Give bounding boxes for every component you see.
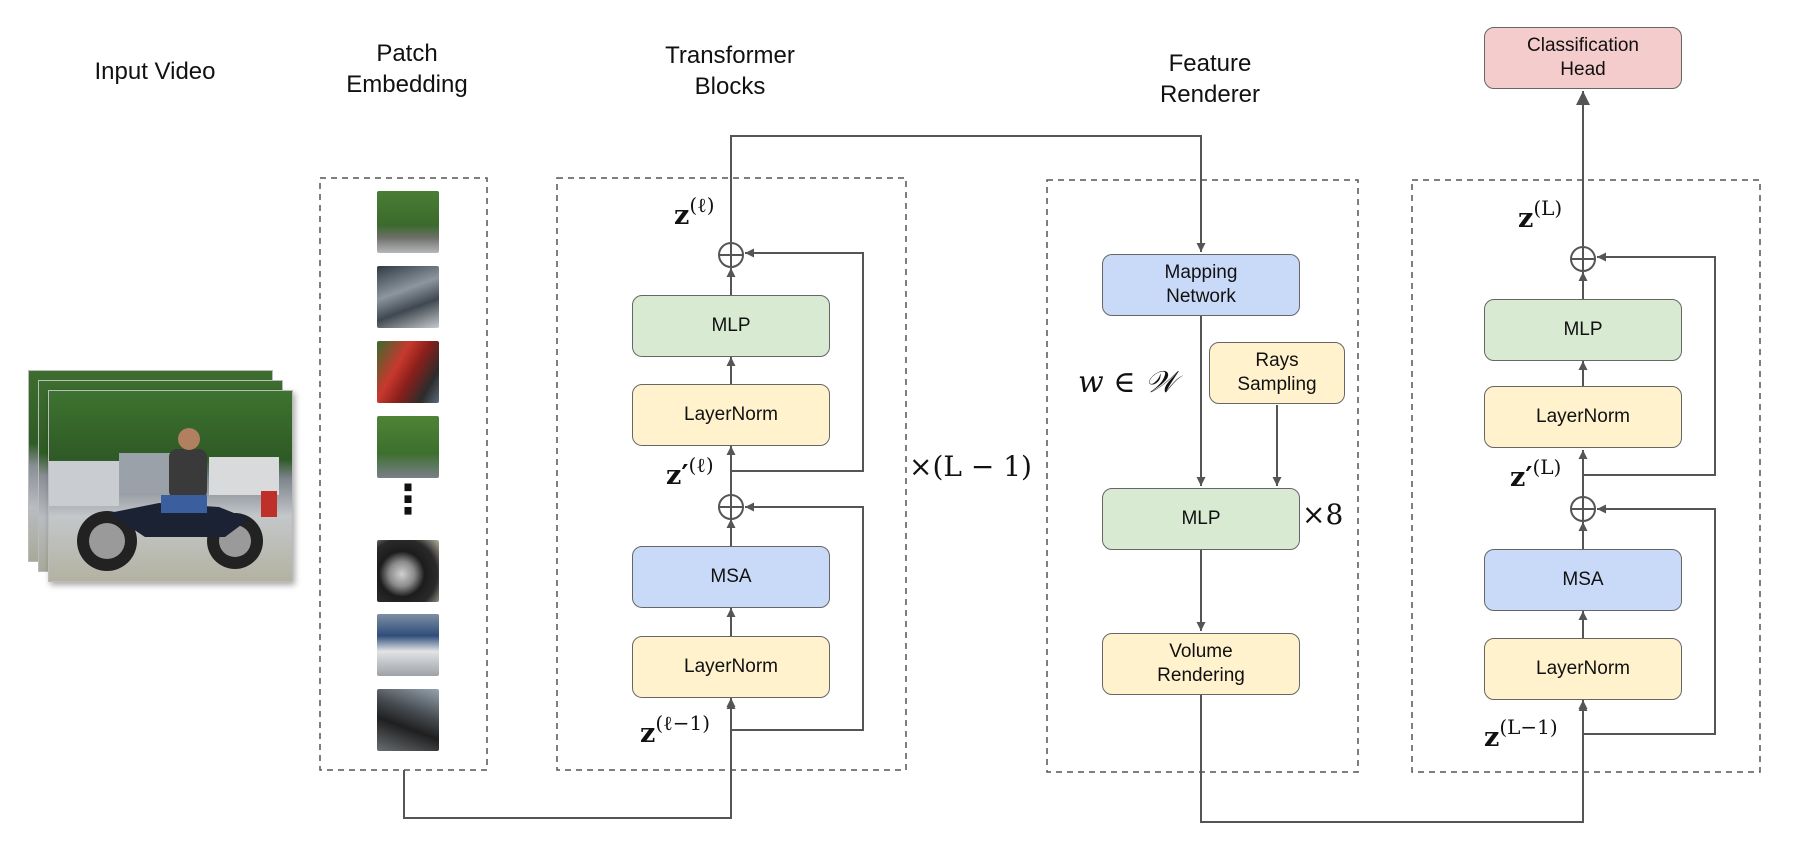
sup-L: (L) xyxy=(1533,196,1563,220)
label-z-l-minus-1: z(ℓ−1) xyxy=(640,713,710,749)
patch-tile-5 xyxy=(377,540,439,602)
patch-tile-2 xyxy=(377,266,439,328)
z-prime-symbol: z′ xyxy=(666,460,689,491)
patch-embedding-container xyxy=(319,177,488,771)
add-circle-1 xyxy=(718,494,744,520)
patch-ellipsis: ⋮ xyxy=(388,477,428,523)
header-patch-embedding: Patch Embedding xyxy=(346,40,468,98)
z-symbol: z xyxy=(1484,722,1500,753)
add-circle-2 xyxy=(718,242,744,268)
motorcycle-photo xyxy=(49,428,279,571)
z-symbol: z xyxy=(674,200,690,231)
residual-skip-2 xyxy=(731,248,864,472)
video-frame-front xyxy=(48,390,293,582)
patch-tile-4 xyxy=(377,416,439,478)
transformer-mlp-block: MLP xyxy=(632,295,830,357)
final-residual-skip-1 xyxy=(1583,504,1716,735)
repeat-l-minus-1-label: ×(L − 1) xyxy=(909,450,1032,483)
final-mlp-block: MLP xyxy=(1484,299,1682,361)
final-layernorm-block-1: LayerNorm xyxy=(1484,638,1682,700)
renderer-mlp-block: MLP xyxy=(1102,488,1300,550)
patch-tile-1 xyxy=(377,191,439,253)
sup-l: (ℓ) xyxy=(689,193,715,217)
transformer-layernorm-block-1: LayerNorm xyxy=(632,636,830,698)
transformer-msa-block: MSA xyxy=(632,546,830,608)
sup-L-minus-1: (L−1) xyxy=(1499,715,1558,739)
z-symbol: z xyxy=(640,718,656,749)
header-transformer-blocks: Transformer Blocks xyxy=(665,42,795,100)
rays-sampling-block: Rays Sampling xyxy=(1209,342,1345,404)
patch-tile-6 xyxy=(377,614,439,676)
repeat-8-label: ×8 xyxy=(1302,498,1344,531)
final-residual-skip-2 xyxy=(1583,252,1716,476)
feature-renderer-container xyxy=(1046,179,1359,773)
mapping-network-block: Mapping Network xyxy=(1102,254,1300,316)
header-input-video: Input Video xyxy=(94,58,216,85)
patch-tile-7 xyxy=(377,689,439,751)
classification-head-block: Classification Head xyxy=(1484,27,1682,89)
patch-to-transformer-line xyxy=(403,700,736,819)
transformer-layernorm-block-2: LayerNorm xyxy=(632,384,830,446)
volume-rendering-block: Volume Rendering xyxy=(1102,633,1300,695)
w-in-w-label: w ∈ 𝒲 xyxy=(1078,365,1177,400)
z-symbol: z xyxy=(1518,203,1534,234)
sup-l-minus-1: (ℓ−1) xyxy=(655,711,711,735)
final-add-circle-2 xyxy=(1570,246,1596,272)
z-prime-symbol: z′ xyxy=(1510,462,1533,493)
volume-to-final-block-line xyxy=(1200,695,1588,823)
transformer-to-mapping-line xyxy=(730,135,1206,252)
header-feature-renderer: Feature Renderer xyxy=(1159,50,1261,108)
label-z-L-minus-1: z(L−1) xyxy=(1484,717,1558,753)
label-z-prime-L: z′(L) xyxy=(1510,457,1561,493)
final-layernorm-block-2: LayerNorm xyxy=(1484,386,1682,448)
sup-L: (L) xyxy=(1532,455,1562,479)
final-msa-block: MSA xyxy=(1484,549,1682,611)
patch-tile-3 xyxy=(377,341,439,403)
label-z-L: z(L) xyxy=(1518,198,1562,234)
residual-skip-1 xyxy=(731,502,864,731)
final-add-circle-1 xyxy=(1570,496,1596,522)
label-z-prime-l: z′(ℓ) xyxy=(666,455,714,491)
label-z-l: z(ℓ) xyxy=(674,195,715,231)
final-block-container xyxy=(1411,179,1761,773)
sup-l: (ℓ) xyxy=(688,453,714,477)
